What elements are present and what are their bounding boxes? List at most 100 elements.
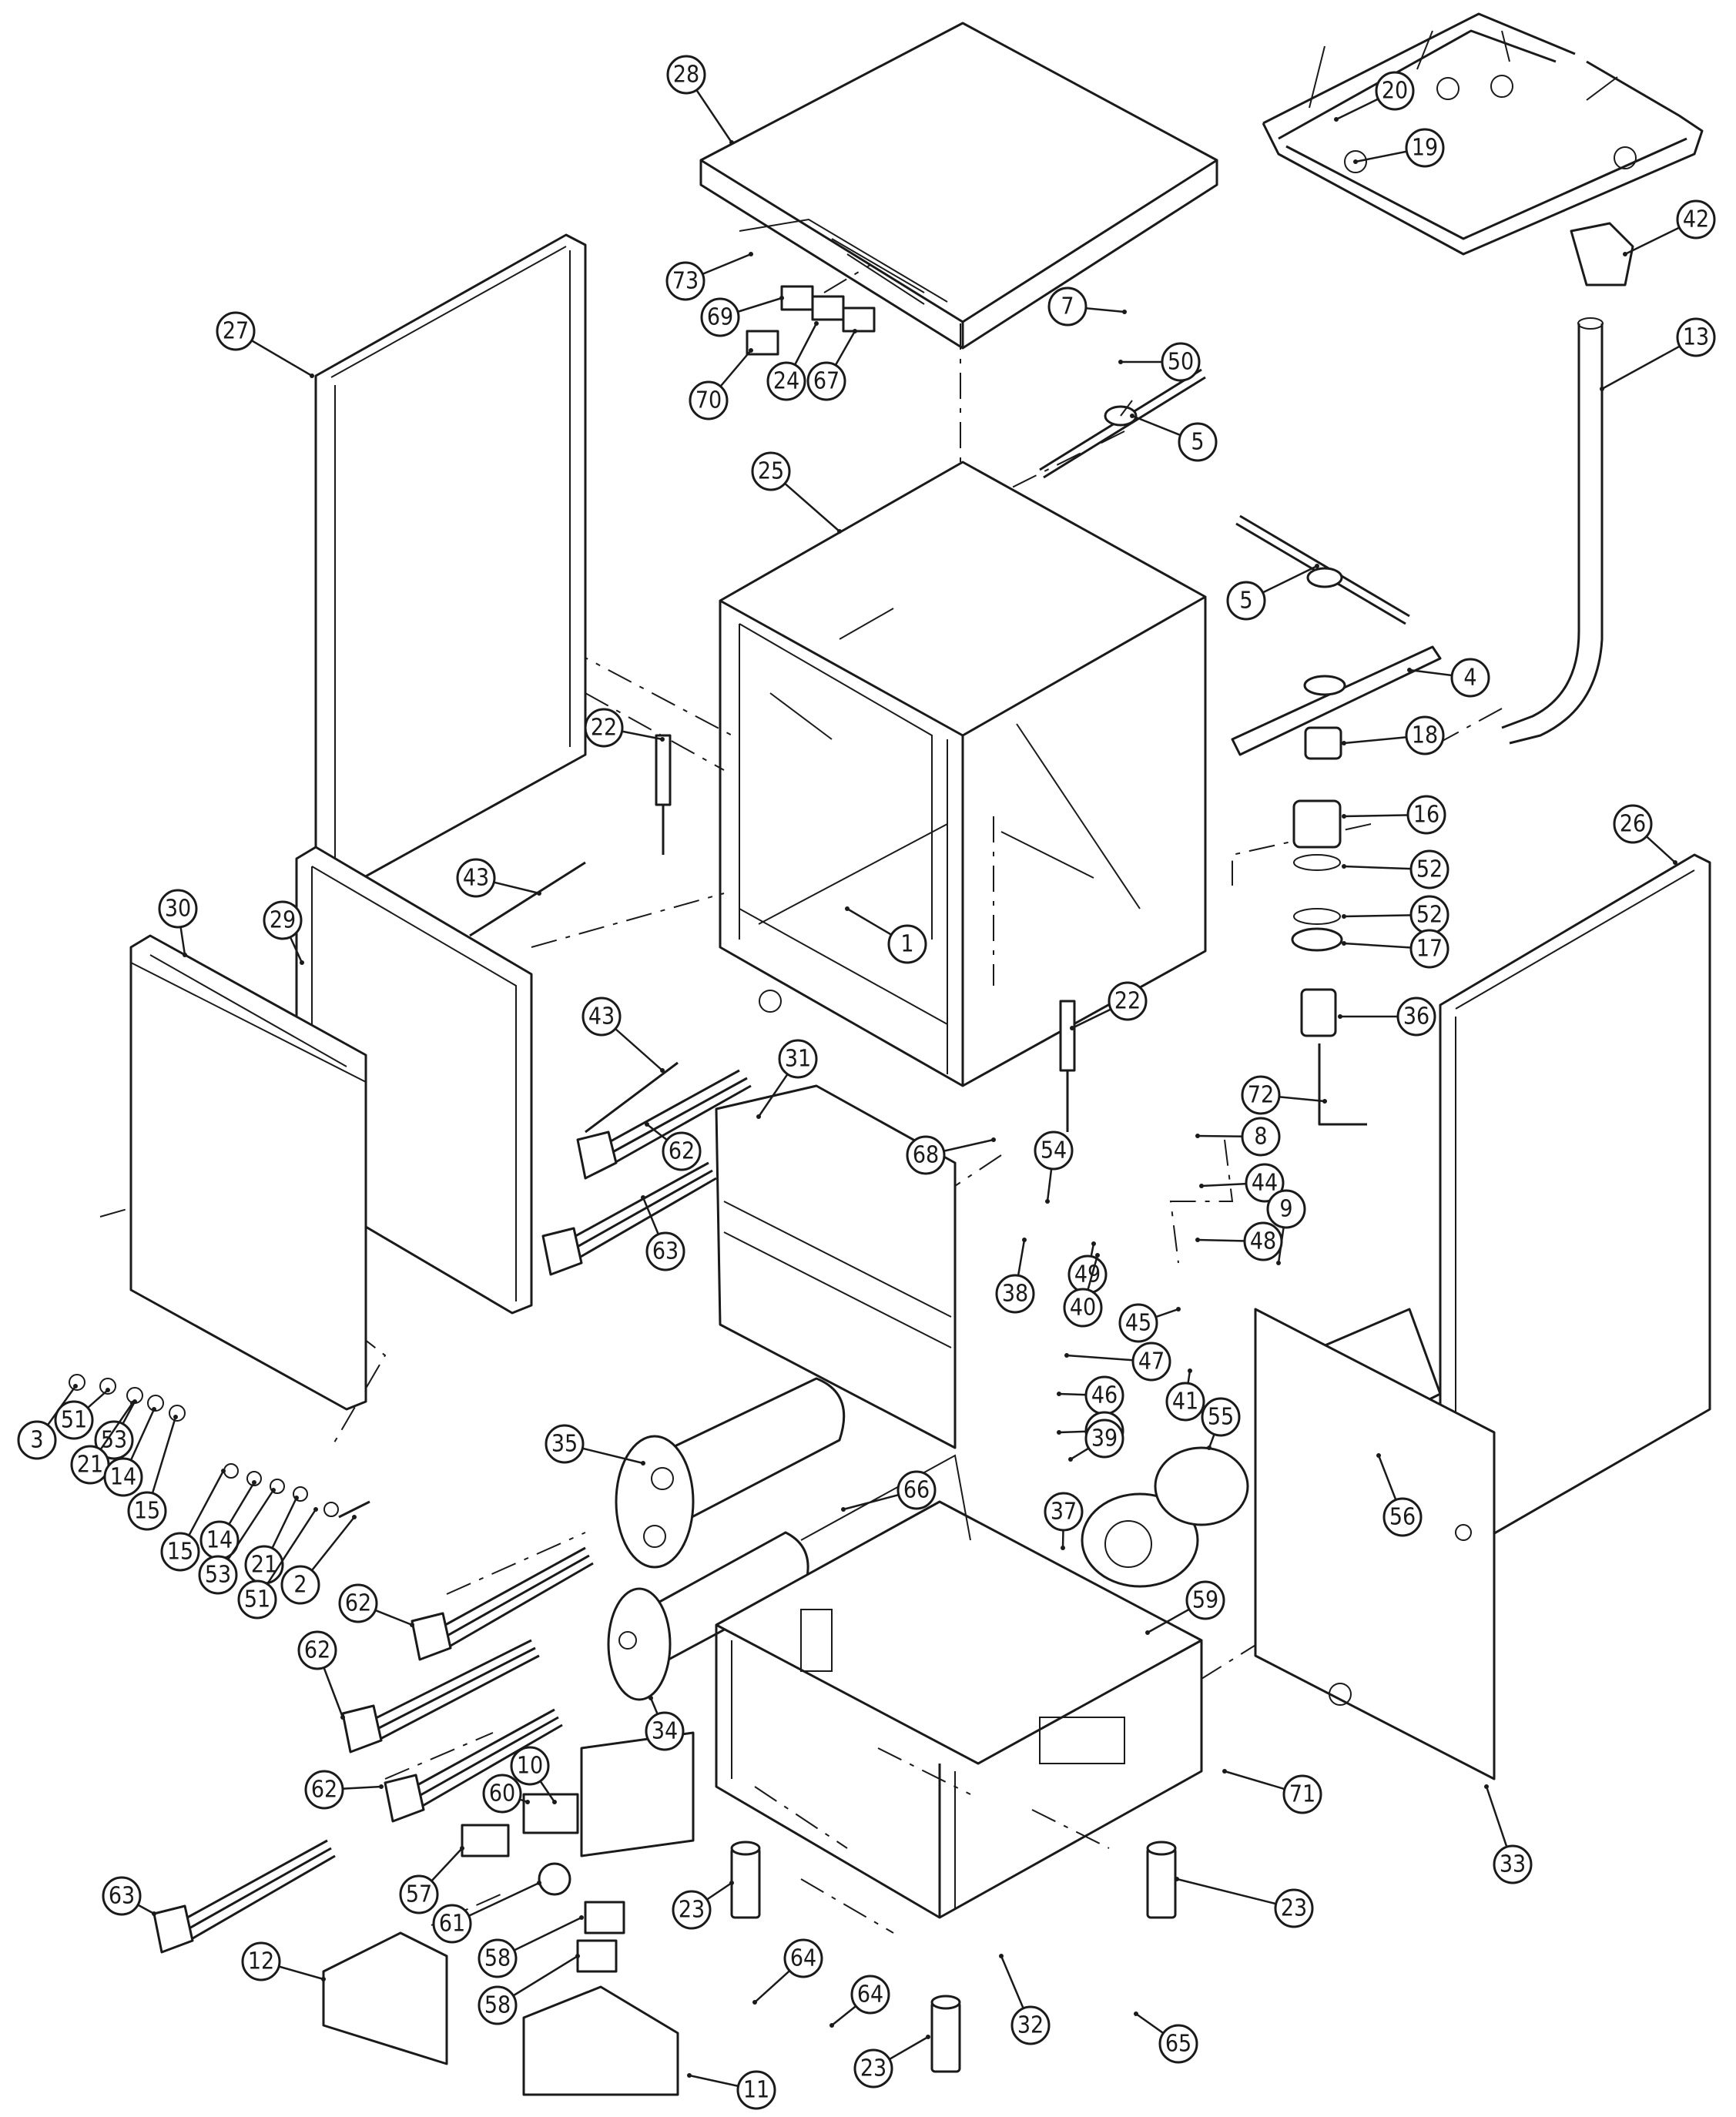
callout-53: 53 — [94, 1399, 137, 1460]
callout-number: 43 — [588, 1003, 615, 1030]
hinge-hardware — [69, 1374, 370, 1519]
callout-leader-tip — [660, 1068, 665, 1073]
callout-number: 53 — [205, 1562, 231, 1589]
callout-47: 47 — [1064, 1342, 1171, 1382]
callout-number: 71 — [1289, 1781, 1315, 1808]
callout-number: 8 — [1254, 1124, 1267, 1151]
callout-13: 13 — [1600, 317, 1716, 391]
callout-number: 4 — [1463, 665, 1476, 692]
callout-59: 59 — [1145, 1580, 1225, 1635]
callout-number: 62 — [304, 1637, 330, 1664]
callout-leader-tip — [173, 1415, 178, 1419]
callout-18: 18 — [1342, 715, 1445, 755]
callout-number: 26 — [1620, 811, 1646, 838]
callout-45: 45 — [1118, 1303, 1181, 1343]
callout-15: 15 — [160, 1469, 226, 1572]
callout-balloon — [1108, 981, 1148, 1021]
callout-35: 35 — [545, 1424, 645, 1465]
callout-balloon — [1118, 1303, 1158, 1343]
callout-number: 17 — [1416, 936, 1443, 963]
callout-leader-tip — [310, 373, 314, 378]
callout-balloon — [297, 1630, 337, 1670]
callout-number: 67 — [813, 368, 840, 395]
callout-number: 62 — [345, 1590, 371, 1617]
callout-62: 62 — [645, 1122, 702, 1171]
callout-balloon — [850, 1975, 890, 2015]
callout-balloon — [545, 1424, 585, 1464]
callout-balloon — [216, 311, 256, 351]
callout-number: 61 — [439, 1911, 465, 1938]
callout-number: 47 — [1138, 1348, 1165, 1375]
callout-number: 24 — [773, 368, 799, 395]
callout-leader-tip — [926, 2035, 930, 2039]
callout-leader-tip — [1068, 1457, 1073, 1462]
callout-leader-tip — [749, 348, 753, 353]
callout-leader-tip — [1091, 1241, 1096, 1246]
callout-balloon — [1185, 1580, 1225, 1620]
callout-number: 36 — [1403, 1003, 1429, 1030]
callout-number: 63 — [652, 1238, 679, 1265]
callout-number: 52 — [1416, 902, 1443, 929]
heating-elements — [152, 1069, 752, 1954]
callout-leader-tip — [579, 1915, 584, 1920]
callout-29: 29 — [263, 900, 304, 965]
callout-number: 27 — [223, 318, 249, 345]
callout-number: 18 — [1412, 722, 1438, 749]
callout-leader-tip — [841, 1507, 846, 1512]
callout-leader-tip — [729, 1881, 734, 1885]
callout-number: 31 — [785, 1046, 811, 1073]
callout-balloon — [1282, 1774, 1322, 1814]
callout-balloon — [1382, 1497, 1423, 1537]
callout-number: 41 — [1172, 1388, 1198, 1415]
callout-leader-tip — [779, 296, 784, 300]
callout-leader-tip — [1342, 814, 1346, 819]
callout-leader-tip — [1022, 1238, 1027, 1242]
callout-balloon — [1165, 1382, 1205, 1422]
back-panel-27 — [314, 233, 587, 895]
callout-number: 15 — [167, 1539, 193, 1566]
callout-33: 33 — [1484, 1784, 1533, 1884]
door-outer-30 — [129, 934, 367, 1411]
callout-leader-tip — [552, 1800, 557, 1804]
callout-leader-tip — [1145, 1630, 1150, 1635]
callout-44: 44 — [1199, 1163, 1285, 1203]
callout-14: 14 — [103, 1407, 156, 1497]
callout-number: 14 — [206, 1527, 233, 1554]
callout-63: 63 — [641, 1195, 685, 1271]
callout-number: 37 — [1051, 1499, 1077, 1526]
gas-spring-lower — [1059, 1000, 1076, 1132]
callout-55: 55 — [1201, 1397, 1241, 1450]
callout-balloon — [1274, 1888, 1314, 1928]
callout-balloon — [241, 1941, 281, 1981]
callout-62: 62 — [297, 1630, 345, 1720]
callout-balloon — [581, 997, 622, 1037]
callout-number: 72 — [1248, 1082, 1274, 1109]
callout-leader-tip — [1342, 864, 1346, 869]
callout-leader-tip — [687, 2073, 692, 2078]
callout-leader-tip — [271, 1488, 276, 1492]
callout-22: 22 — [584, 708, 665, 748]
callout-number: 62 — [669, 1138, 695, 1165]
callout-leader-tip — [1276, 1261, 1281, 1265]
callout-balloon — [102, 1876, 142, 1916]
callout-39: 39 — [1068, 1419, 1124, 1462]
callout-balloon — [94, 1420, 134, 1460]
callout-number: 9 — [1279, 1196, 1292, 1223]
callout-number: 43 — [463, 865, 489, 892]
callout-balloon — [17, 1420, 57, 1460]
callout-balloon — [751, 451, 791, 491]
callout-balloon — [778, 1039, 818, 1079]
callout-balloon — [103, 1457, 143, 1497]
callout-leader-line — [1176, 1877, 1295, 1910]
callout-leader-tip — [837, 529, 842, 534]
callout-number: 60 — [489, 1780, 515, 1807]
callout-number: 29 — [270, 907, 296, 934]
callout-leader-tip — [300, 960, 304, 965]
callout-balloon — [127, 1491, 167, 1531]
callout-balloon — [1493, 1844, 1533, 1884]
callout-leader-tip — [1095, 1253, 1100, 1258]
callout-leader-tip — [1134, 2011, 1138, 2016]
callout-leader-tip — [1376, 1453, 1381, 1458]
callout-72: 72 — [1241, 1075, 1327, 1115]
